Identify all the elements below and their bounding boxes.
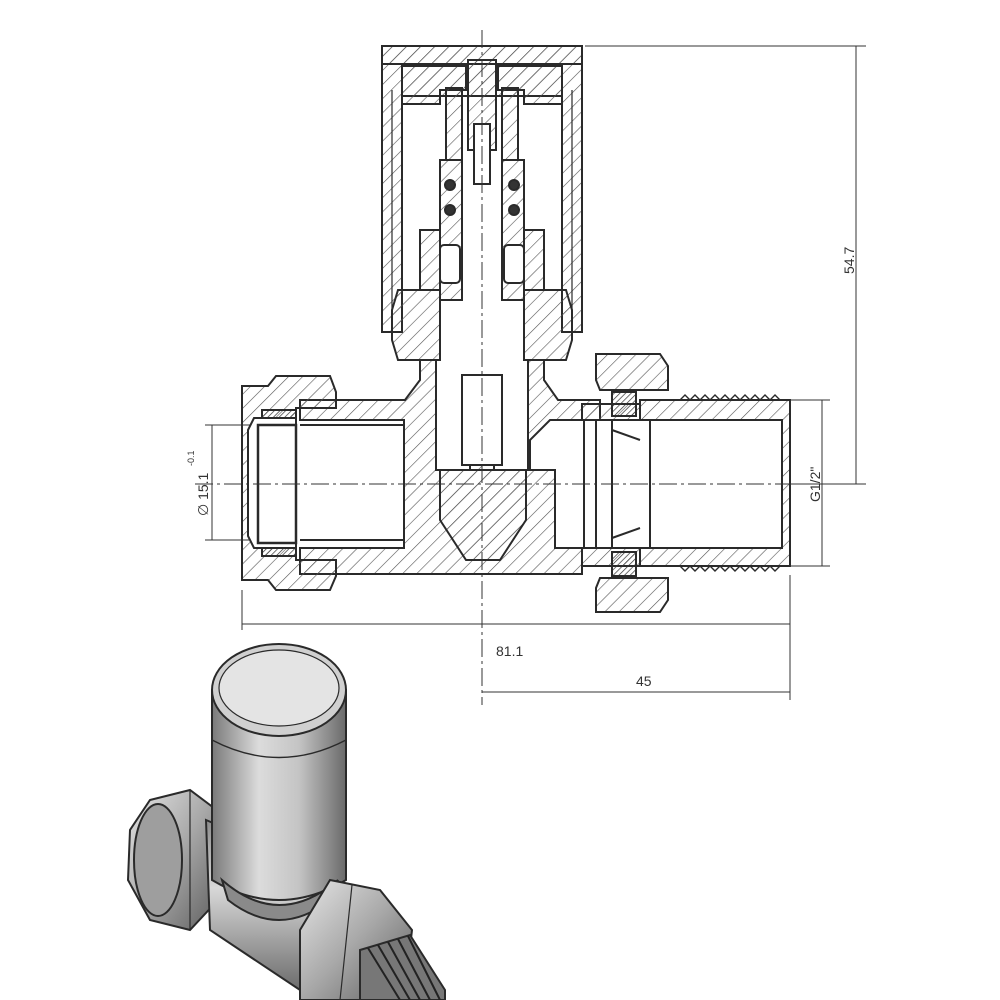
valve-body xyxy=(299,359,601,575)
dimensions xyxy=(205,45,866,700)
seal-washer xyxy=(611,391,637,417)
render-cap xyxy=(211,643,347,921)
section-view xyxy=(241,45,791,613)
dim-pipe-diameter: ∅ 15.1 xyxy=(195,472,211,516)
dim-half-length: 45 xyxy=(636,673,652,689)
dim-thread: G1/2" xyxy=(807,467,823,502)
render-left-nut xyxy=(126,788,220,932)
o-ring xyxy=(508,204,520,216)
render-thread xyxy=(359,933,446,1000)
o-ring xyxy=(508,179,520,191)
dim-height: 54.7 xyxy=(841,247,857,274)
seal-washer xyxy=(611,551,637,577)
dim-pipe-tolerance: -0.1 xyxy=(186,450,196,466)
o-ring xyxy=(444,204,456,216)
dim-overall-length: 81.1 xyxy=(496,643,523,659)
centerlines xyxy=(195,30,860,705)
gland-nut xyxy=(391,229,573,361)
o-ring xyxy=(444,179,456,191)
left-compression-nut xyxy=(241,375,405,591)
valve-render xyxy=(126,643,446,1000)
right-union xyxy=(581,353,791,613)
spindle-body xyxy=(439,159,525,301)
